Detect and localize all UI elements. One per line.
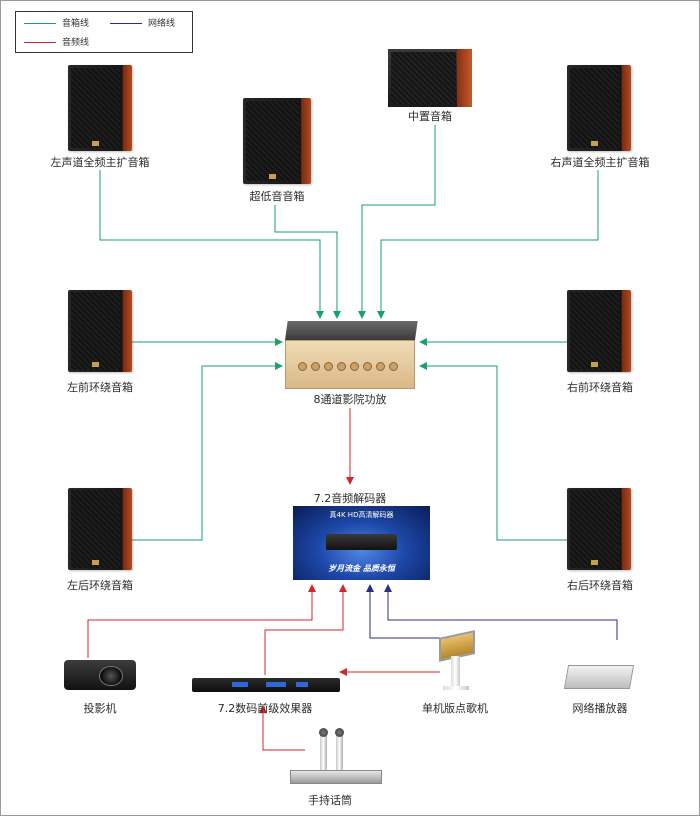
wire-mic-to-effect (259, 705, 305, 751)
microphone-label: 手持话筒 (308, 794, 352, 807)
left-front-surround-icon (68, 290, 132, 372)
wire-effect-to-decoder (264, 584, 347, 675)
subwoofer-icon (243, 98, 311, 184)
decoder-label: 7.2音频解码器 (313, 492, 387, 505)
right-main-speaker-label: 右声道全频主扩音箱 (550, 156, 650, 169)
projector-label: 投影机 (83, 702, 117, 715)
right-rear-surround-icon (567, 488, 631, 570)
effect-processor-label: 7.2数码前级效果器 (217, 702, 313, 715)
wire-subwoofer (274, 205, 341, 319)
wire-left-rear (132, 362, 283, 541)
center-speaker-icon (388, 49, 472, 107)
right-front-surround-label: 右前环绕音箱 (567, 381, 633, 394)
wireless-microphone-icon (290, 728, 382, 784)
subwoofer-label: 超低音音箱 (249, 190, 305, 203)
center-speaker-label: 中置音箱 (408, 110, 452, 123)
wire-projector (87, 584, 316, 658)
network-player-label: 网络播放器 (572, 702, 628, 715)
amplifier-label: 8通道影院功放 (313, 393, 387, 406)
left-rear-surround-label: 左后环绕音箱 (67, 579, 133, 592)
effect-processor-icon (192, 678, 340, 692)
legend-network-swatch (110, 23, 142, 24)
left-main-speaker-icon (68, 65, 132, 151)
right-main-speaker-icon (567, 65, 631, 151)
legend-network-label: 网络线 (148, 19, 176, 29)
left-front-surround-label: 左前环绕音箱 (67, 381, 133, 394)
wire-right-rear (419, 362, 567, 541)
wire-center (358, 125, 436, 319)
wire-left-main (99, 170, 324, 319)
network-player-icon (563, 665, 635, 689)
decoder-screen-slogan: 岁月流金 品质永恒 (328, 564, 395, 573)
right-rear-surround-label: 右后环绕音箱 (567, 579, 633, 592)
amplifier-icon (285, 321, 418, 389)
projector-icon (64, 660, 136, 690)
legend-speaker-label: 音箱线 (62, 19, 90, 29)
legend: 音箱线 网络线 音频线 (15, 11, 193, 53)
legend-audio-swatch (24, 42, 56, 43)
karaoke-kiosk-icon (437, 630, 475, 692)
left-rear-surround-icon (68, 488, 132, 570)
right-front-surround-icon (567, 290, 631, 372)
wire-right-main (377, 170, 599, 319)
legend-speaker-swatch (24, 23, 56, 24)
karaoke-kiosk-label: 单机版点歌机 (422, 702, 488, 715)
decoder-screen-icon: 真4K HD高清解码器 岁月流金 品质永恒 (293, 506, 430, 580)
decoder-screen-title: 真4K HD高清解码器 (329, 511, 394, 519)
left-main-speaker-label: 左声道全频主扩音箱 (50, 156, 150, 169)
legend-audio-label: 音频线 (62, 38, 90, 48)
wire-player-network (384, 584, 618, 640)
